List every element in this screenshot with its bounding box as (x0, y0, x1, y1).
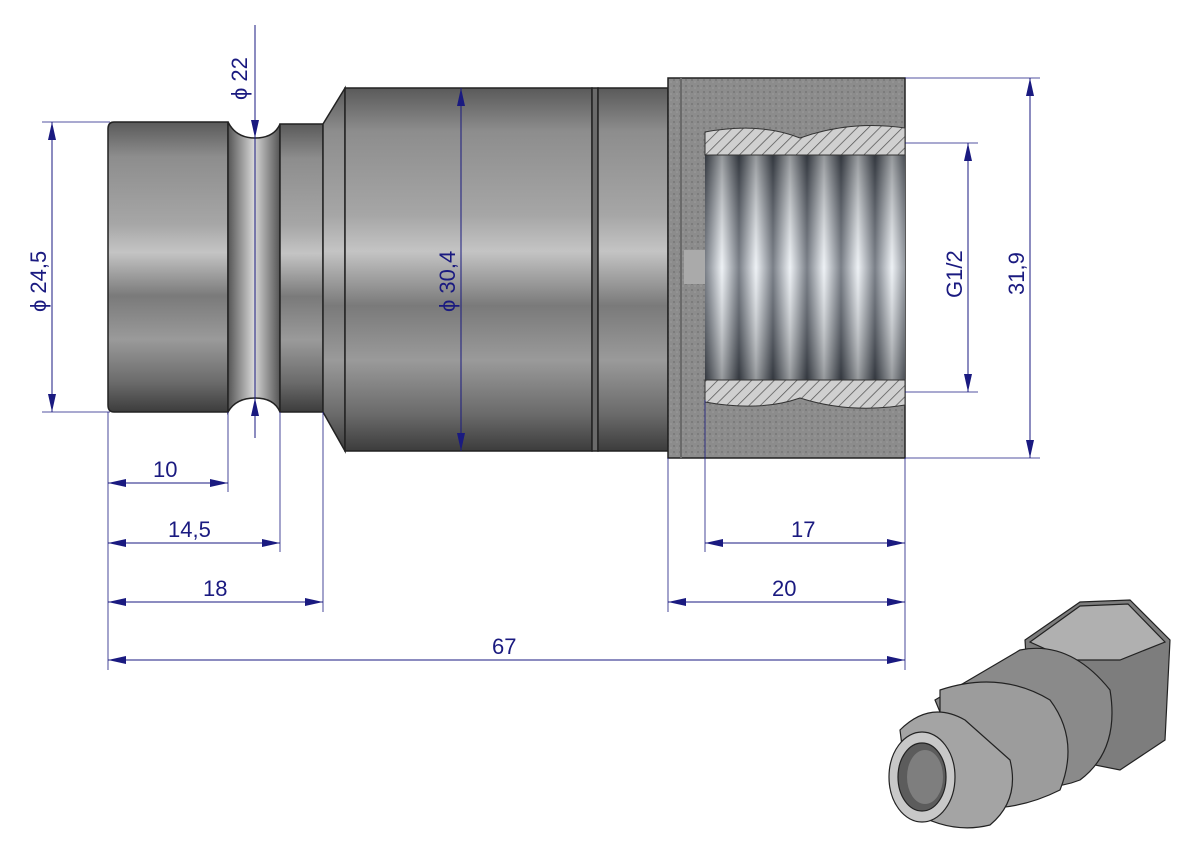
dimension-lines (48, 25, 1034, 664)
tip-section (107, 121, 229, 413)
chamfer-section (322, 85, 346, 454)
groove-section (227, 121, 281, 415)
collar-section (279, 123, 324, 413)
label-hex-across: 31,9 (1004, 252, 1029, 295)
label-len-groove: 10 (153, 457, 177, 482)
label-dia-groove: ϕ 22 (227, 57, 252, 100)
label-len-thread: 17 (791, 517, 815, 542)
label-dia-body: ϕ 30,4 (435, 251, 460, 312)
extension-lines (42, 77, 1040, 670)
label-dia-tip: ϕ 24,5 (26, 251, 51, 312)
body-ring (591, 87, 599, 452)
label-len-collar: 14,5 (168, 517, 211, 542)
body-rear (597, 87, 669, 452)
port-hole (684, 250, 705, 284)
hatch-top (704, 125, 906, 156)
label-len-chamfer: 18 (203, 576, 227, 601)
thread-shading (705, 155, 905, 380)
label-thread: G1/2 (942, 250, 967, 298)
coupling-3d-render (888, 599, 1171, 829)
label-len-hex: 20 (772, 576, 796, 601)
main-body (344, 87, 593, 452)
hex-inner-edge (680, 78, 682, 458)
hatch-bottom (704, 379, 906, 409)
label-len-total: 67 (492, 634, 516, 659)
dimension-labels: ϕ 22 ϕ 24,5 ϕ 30,4 G1/2 31,9 10 14,5 18 … (26, 57, 1029, 659)
coupling-side-view (107, 77, 906, 459)
